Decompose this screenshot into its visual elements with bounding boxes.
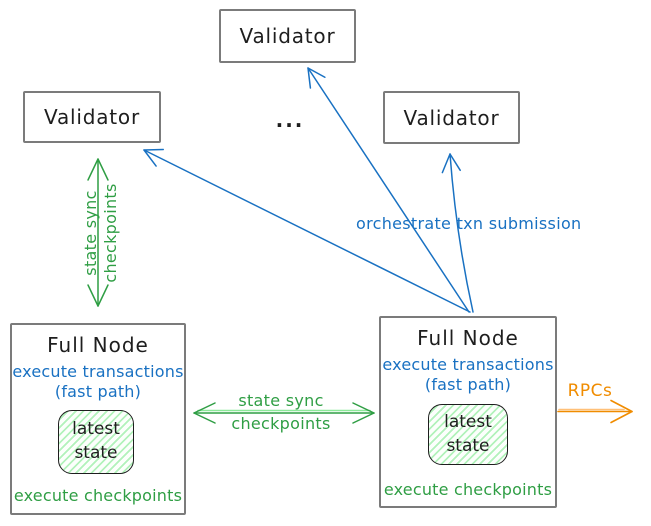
arrow-orchestrate-to-right-validator <box>441 153 474 313</box>
full-node-right-latest-state-box: latest state <box>428 404 508 465</box>
latest-state-line2: state <box>446 435 490 456</box>
full-node-left-box: Full Node execute transactions (fast pat… <box>10 323 186 515</box>
full-node-left-footer: execute checkpoints <box>13 486 183 505</box>
validator-left-box: Validator <box>23 91 161 143</box>
state-sync-vertical-label-line1: state sync <box>81 190 100 276</box>
full-node-left-title: Full Node <box>47 333 149 357</box>
latest-state-line1: latest <box>72 419 120 440</box>
validator-left-label: Validator <box>44 105 140 129</box>
validator-top-label: Validator <box>239 24 336 48</box>
validators-ellipsis: ... <box>275 108 305 132</box>
full-node-left-exec-line1: execute transactions <box>12 362 184 381</box>
full-node-left-exec-line2: (fast path) <box>54 382 142 401</box>
arrow-orchestrate-to-left-validator <box>143 148 471 313</box>
arrow-orchestrate-to-top-validator <box>307 67 470 313</box>
orchestrate-txn-submission-label: orchestrate txn submission <box>356 214 582 233</box>
rpcs-label: RPCs <box>567 381 613 401</box>
full-node-right-exec-line2: (fast path) <box>424 375 512 394</box>
validator-right-label: Validator <box>403 105 500 130</box>
state-sync-horizontal-label-line2: checkpoints <box>231 414 331 433</box>
state-sync-vertical-label-line2: checkpoints <box>101 183 120 283</box>
validator-right-box: Validator <box>383 91 520 144</box>
state-sync-horizontal-label-line1: state sync <box>238 391 324 410</box>
full-node-right-exec-line1: execute transactions <box>382 355 554 374</box>
full-node-right-box: Full Node execute transactions (fast pat… <box>379 316 557 508</box>
full-node-right-footer: execute checkpoints <box>383 480 553 499</box>
latest-state-line2: state <box>74 443 118 463</box>
latest-state-line1: latest <box>444 411 492 432</box>
full-node-left-latest-state-box: latest state <box>58 410 134 474</box>
validator-top-box: Validator <box>219 9 356 63</box>
full-node-right-title: Full Node <box>417 326 519 350</box>
